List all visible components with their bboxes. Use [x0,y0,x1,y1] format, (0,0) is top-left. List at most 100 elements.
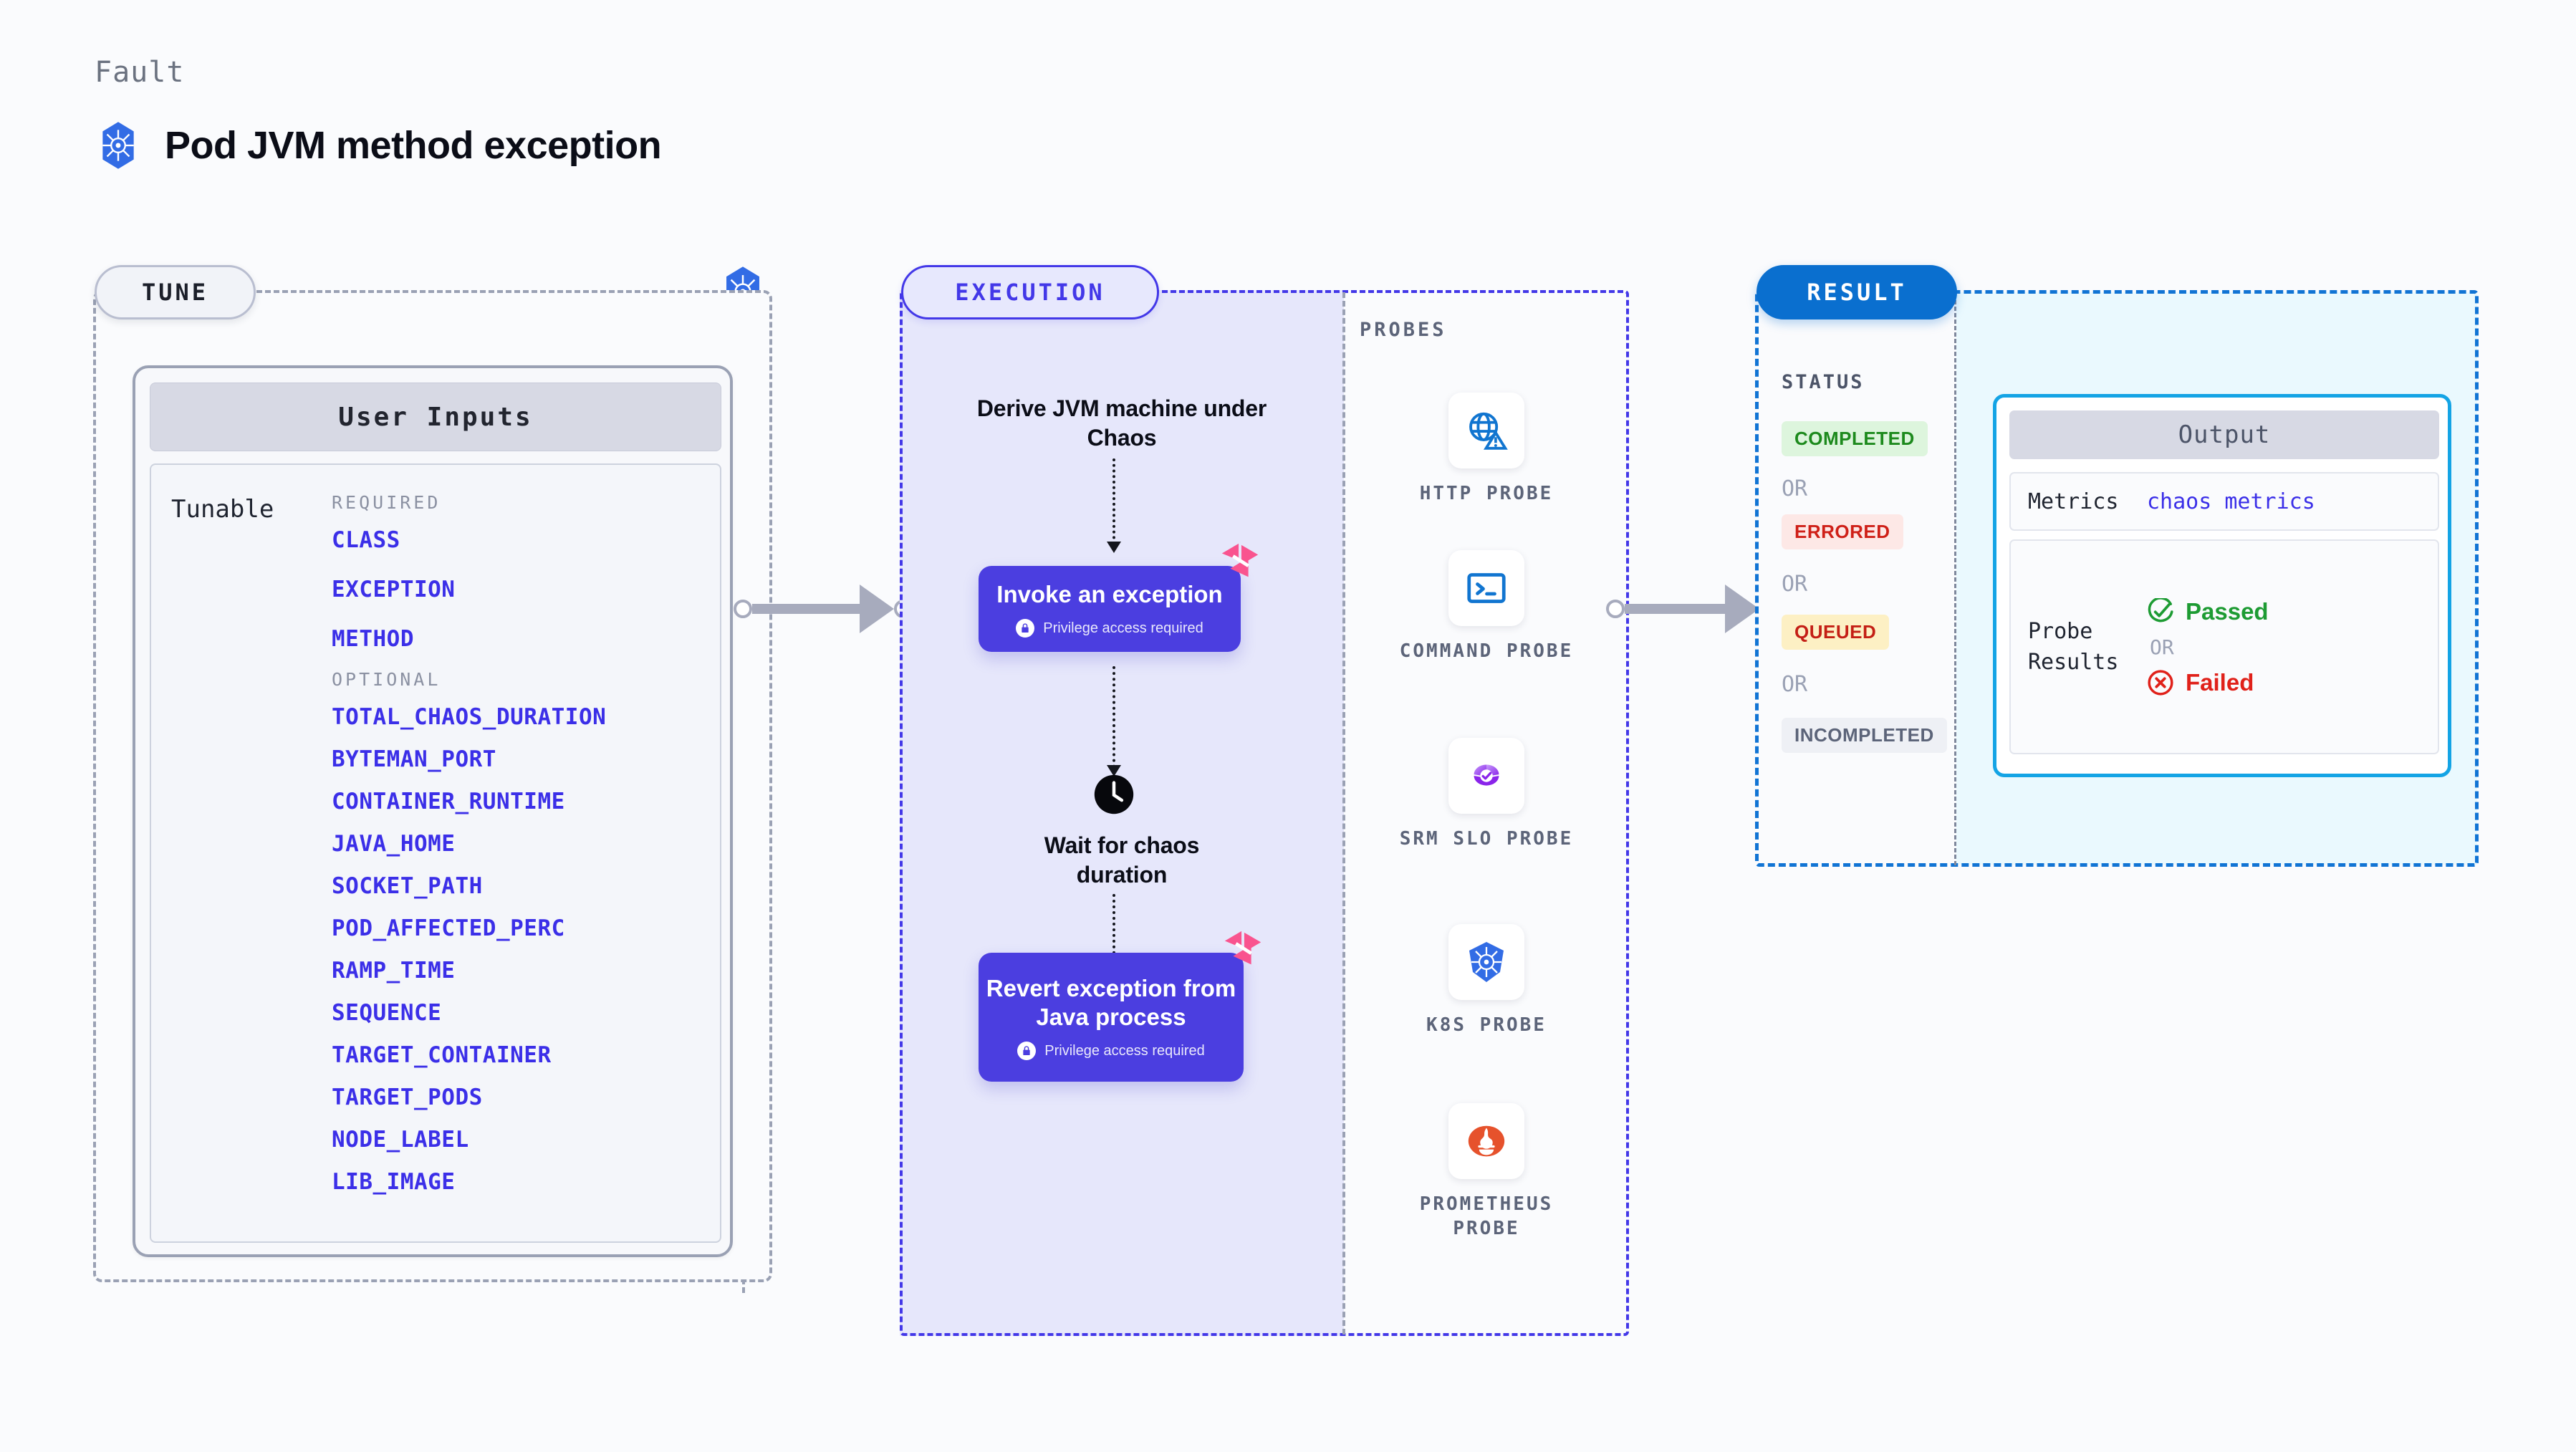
stage-chip-execution[interactable]: EXECUTION [901,265,1159,319]
result-column-divider [1954,294,1956,865]
probe-card-k8s[interactable]: K8S PROBE [1393,924,1580,1037]
execution-node-revert-exception[interactable]: Revert exception from Java process Privi… [979,953,1244,1082]
output-card: Output Metrics chaos metrics Probe Resul… [1993,394,2451,777]
kubernetes-logo-icon [102,122,134,169]
tunable-item[interactable]: CONTAINER_RUNTIME [332,789,565,814]
result-stage-region [1755,290,2479,867]
tunable-item[interactable]: RAMP_TIME [332,958,456,984]
check-circle-icon [2148,597,2173,622]
fault-kicker: Fault [95,56,185,89]
tunable-item[interactable]: LIB_IMAGE [332,1169,456,1195]
connector-dot [1606,600,1625,618]
probe-card-srm-slo[interactable]: SRM SLO PROBE [1393,738,1580,851]
probe-card-http[interactable]: HTTP PROBE [1393,393,1580,506]
stage-chip-tune[interactable]: TUNE [95,265,256,319]
or-separator: OR [2150,635,2174,659]
user-inputs-header: User Inputs [150,383,721,451]
tunable-list: REQUIRED CLASS EXCEPTION METHOD OPTIONAL… [332,484,711,1195]
node-title: Revert exception from Java process [986,974,1236,1030]
probe-result-failed: Failed [2147,669,2269,696]
output-row-key: Probe Results [2028,618,2119,675]
output-row-metrics: Metrics chaos metrics [2009,472,2439,531]
litmus-logo-icon [1221,543,1259,577]
node-privilege-note: Privilege access required [1017,1042,1205,1061]
probe-result-passed-label: Passed [2186,597,2269,625]
prometheus-logo-icon [1468,1125,1505,1157]
tunable-item[interactable]: METHOD [332,626,414,652]
tunable-label: Tunable [171,495,274,524]
probe-icon-tile [1448,393,1524,468]
tunable-item[interactable]: POD_AFFECTED_PERC [332,915,565,941]
tunable-item[interactable]: BYTEMAN_PORT [332,746,496,772]
probe-icon-tile [1448,924,1524,1000]
connector-bar [1625,604,1725,614]
or-separator: OR [1782,476,1808,501]
tunable-item[interactable]: CLASS [332,527,400,553]
node-note-text: Privilege access required [1043,620,1203,636]
execution-fill [900,290,1344,1336]
connector-execution-to-result [1606,585,1778,633]
tunable-item[interactable]: NODE_LABEL [332,1127,469,1153]
output-row-value: Passed OR Failed [2147,597,2269,696]
x-circle-icon [2148,669,2173,696]
clock-icon [1094,774,1134,814]
status-badge-queued: QUEUED [1782,615,1890,650]
tunable-item[interactable]: TARGET_PODS [332,1085,483,1110]
page-title: Pod JVM method exception [165,124,662,167]
execution-probes-divider [1342,292,1345,1335]
globe-warning-icon [1469,412,1508,450]
connector-dot [734,600,752,618]
lock-icon [1017,1042,1037,1061]
tunable-panel: Tunable REQUIRED CLASS EXCEPTION METHOD … [150,463,721,1243]
status-badge-incompleted: INCOMPLETED [1782,718,1947,753]
probe-icon-tile [1448,738,1524,814]
terminal-icon [1467,573,1506,603]
connector-arrowhead [1725,585,1759,633]
probe-label: COMMAND PROBE [1399,640,1574,662]
flow-arrow [1107,458,1121,553]
group-title-required: REQUIRED [332,492,441,513]
probe-label: HTTP PROBE [1419,483,1554,504]
tunable-item[interactable]: TARGET_CONTAINER [332,1042,552,1068]
probe-icon-tile [1448,1103,1524,1179]
tunable-item[interactable]: JAVA_HOME [332,831,456,857]
tunable-item[interactable]: EXCEPTION [332,577,456,602]
connector-arrowhead [860,585,894,633]
or-separator: OR [1782,572,1808,597]
tunable-item[interactable]: SEQUENCE [332,1000,442,1026]
output-row-probe-results: Probe Results Passed OR Failed [2009,539,2439,754]
tunable-item[interactable]: TOTAL_CHAOS_DURATION [332,704,607,730]
status-badge-completed: COMPLETED [1782,421,1928,456]
result-status-column [1755,290,1956,867]
probe-result-passed: Passed [2147,597,2269,625]
probe-result-failed-label: Failed [2186,668,2254,696]
probe-card-prometheus[interactable]: PROMETHEUS PROBE [1393,1103,1580,1241]
lock-icon [1016,619,1035,638]
execution-node-invoke-exception[interactable]: Invoke an exception Privilege access req… [979,566,1241,652]
output-row-key: Metrics [2028,489,2119,514]
probe-label: PROMETHEUS PROBE [1419,1193,1554,1240]
output-card-header: Output [2009,410,2439,459]
probe-card-command[interactable]: COMMAND PROBE [1393,550,1580,663]
or-separator: OR [1782,672,1808,697]
derive-step-caption: Derive JVM machine under Chaos [976,395,1267,451]
group-title-optional: OPTIONAL [332,669,441,690]
output-row-value[interactable]: chaos metrics [2147,489,2315,514]
connector-tune-to-execution [734,585,913,633]
wait-step-caption: Wait for chaos duration [1044,832,1200,888]
probe-label: K8S PROBE [1426,1014,1547,1036]
stage-chip-result[interactable]: RESULT [1756,265,1957,319]
page-title-row: Pod JVM method exception [95,122,662,169]
srm-slo-icon [1474,764,1499,786]
probe-label: SRM SLO PROBE [1399,828,1574,850]
status-section-label: STATUS [1782,371,1865,393]
tunable-item[interactable]: SOCKET_PATH [332,873,483,899]
connector-bar [752,604,860,614]
status-badge-errored: ERRORED [1782,514,1903,549]
probe-icon-tile [1448,550,1524,626]
node-privilege-note: Privilege access required [1016,619,1203,638]
litmus-logo-icon [1224,931,1261,965]
kubernetes-logo-icon [1469,942,1504,982]
user-inputs-card: User Inputs Tunable REQUIRED CLASS EXCEP… [133,365,733,1257]
probes-section-label: PROBES [1360,319,1447,341]
